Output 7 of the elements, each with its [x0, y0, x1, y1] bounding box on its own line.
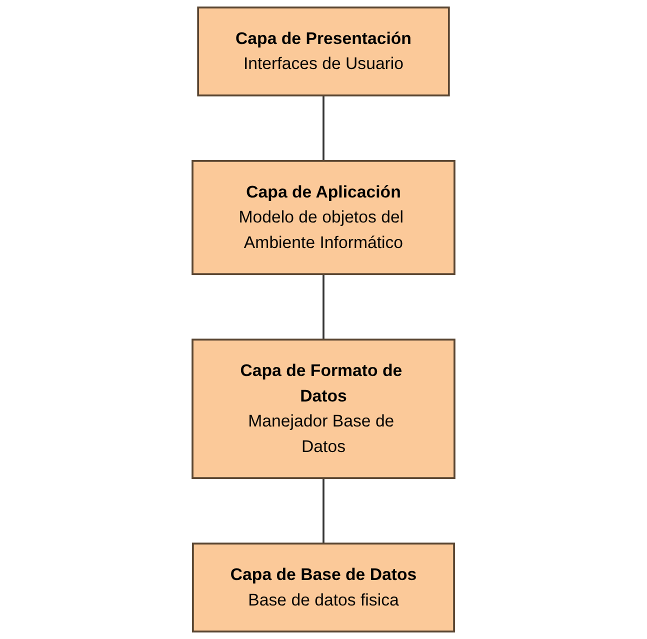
node-box: Capa de Formato de Datos Manejador Base de Datos — [192, 338, 456, 480]
connector — [322, 274, 324, 340]
node-box: Capa de Aplicación Modelo de objetos del Ambiente Informático — [192, 160, 456, 276]
node-box: Capa de Base de Datos Base de datos fisica — [192, 542, 455, 632]
connector — [322, 478, 324, 544]
connector — [322, 95, 324, 161]
node-box: Capa de Presentación Interfaces de Usuario — [197, 6, 450, 96]
